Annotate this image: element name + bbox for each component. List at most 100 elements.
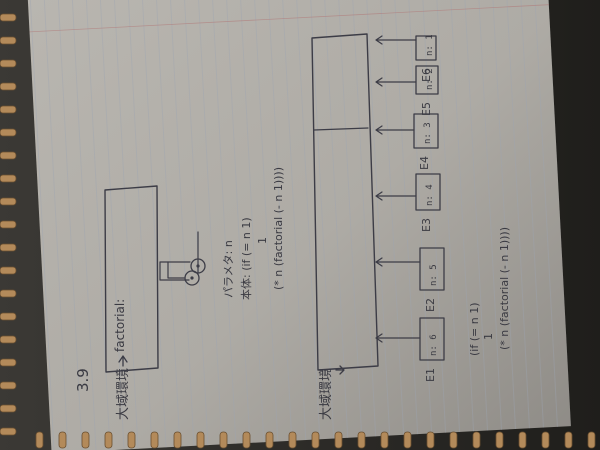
- spiral-ring: [0, 220, 17, 229]
- spiral-ring: [0, 82, 17, 91]
- spiral-ring: [426, 431, 435, 449]
- spiral-ring: [472, 431, 481, 449]
- spiral-ring: [196, 431, 205, 449]
- frame-binding: n: 6: [429, 334, 439, 356]
- env-frame: n: 4 E3: [375, 173, 441, 232]
- frame-pointer-arrow: [375, 35, 417, 45]
- svg-text:(if (= n 1): (if (= n 1): [468, 303, 481, 356]
- spiral-ring: [0, 404, 17, 413]
- frame-env-name: E4: [418, 156, 431, 170]
- spiral-ring: [104, 431, 113, 449]
- svg-text:本体: (if (= n 1): 本体: (if (= n 1): [239, 217, 253, 300]
- procedure-circle-1: [184, 270, 200, 286]
- spiral-ring: [357, 431, 366, 449]
- arrow-right-env: [335, 365, 345, 375]
- spiral-ring: [0, 151, 17, 160]
- frame-env-name-text: E4: [418, 156, 431, 170]
- spiral-ring: [495, 431, 504, 449]
- svg-text:factorial:: factorial:: [113, 299, 127, 352]
- frame-pointer-arrow: [375, 77, 417, 87]
- notebook-page: [27, 0, 571, 450]
- frame-box: [415, 35, 437, 61]
- body-text-line-2: 1: [256, 237, 269, 244]
- env-frame: n: 1 E6: [375, 34, 437, 82]
- frame-env-name-text: E1: [424, 368, 437, 382]
- frame-box: [413, 113, 439, 149]
- spiral-ring: [0, 381, 17, 390]
- spiral-ring: [403, 431, 412, 449]
- frame-env-name-text: E6: [420, 68, 433, 82]
- right-body-line-2: 1: [482, 333, 495, 340]
- spiral-ring: [541, 431, 550, 449]
- svg-text:大域環境: 大域環境: [319, 368, 334, 420]
- spiral-ring: [380, 431, 389, 449]
- frame-env-name-text: E2: [424, 298, 437, 312]
- global-env-label-left: 大域環境: [116, 368, 131, 420]
- frame-box: [419, 317, 445, 361]
- frame-env-name: E2: [424, 298, 437, 312]
- frame-binding-text: n: 2: [425, 68, 435, 90]
- frame-binding: n: 1: [425, 34, 435, 56]
- global-env-box-inner-line: [313, 127, 369, 131]
- spiral-ring: [81, 431, 90, 449]
- svg-text:(* n (factorial (- n 1)))): (* n (factorial (- n 1)))): [272, 167, 285, 290]
- frame-binding-text: n: 5: [429, 264, 439, 286]
- frames-layer: n: 6 E1 n: 5 E2 n: 4 E3 n: 3 E4 n: 2 E5 n: 1 E6: [375, 34, 445, 382]
- frame-env-name-text: E3: [420, 218, 433, 232]
- spiral-ring: [518, 431, 527, 449]
- right-body-line-3: (* n (factorial (- n 1)))): [498, 227, 511, 350]
- frame-binding: n: 4: [425, 184, 435, 206]
- frame-env-name: E1: [424, 368, 437, 382]
- frame-binding: n: 3: [423, 122, 433, 144]
- section-number: 3.9: [74, 368, 92, 392]
- right-body-line-1: (if (= n 1): [468, 303, 481, 356]
- frame-box: [415, 173, 441, 211]
- spiral-ring: [173, 431, 182, 449]
- spiral-ring: [0, 266, 17, 275]
- frame-binding-text: n: 6: [429, 334, 439, 356]
- spiral-ring: [564, 431, 573, 449]
- frame-binding-text: n: 1: [425, 34, 435, 56]
- env-frame: n: 5 E2: [375, 247, 445, 312]
- spiral-ring: [0, 128, 17, 137]
- svg-text:1: 1: [482, 333, 495, 340]
- frame-pointer-arrow: [375, 191, 417, 201]
- spiral-ring: [0, 13, 17, 22]
- body-text-line-1: 本体: (if (= n 1): [239, 217, 253, 300]
- frame-env-name: E3: [420, 218, 433, 232]
- spiral-ring: [0, 427, 17, 436]
- svg-text:(* n (factorial (- n 1)))): (* n (factorial (- n 1)))): [498, 227, 511, 350]
- spiral-ring: [334, 431, 343, 449]
- svg-text:1: 1: [256, 237, 269, 244]
- spiral-ring: [0, 105, 17, 114]
- env-pointer: [167, 261, 185, 279]
- arrow-left-env: [118, 355, 128, 367]
- global-env-box-left: [104, 185, 159, 373]
- spiral-ring: [0, 197, 17, 206]
- parameter-text: パラメタ: n: [222, 240, 235, 298]
- global-env-box-right: [311, 33, 379, 371]
- frame-box: [419, 247, 445, 291]
- spiral-ring: [311, 431, 320, 449]
- spiral-ring: [0, 312, 17, 321]
- spiral-ring: [127, 431, 136, 449]
- global-env-label-right: 大域環境: [319, 368, 334, 420]
- spiral-ring: [35, 431, 44, 449]
- frame-binding-text: n: 4: [425, 184, 435, 206]
- spiral-ring: [449, 431, 458, 449]
- frame-binding: n: 2: [425, 68, 435, 90]
- body-text-line-3: (* n (factorial (- n 1)))): [272, 167, 285, 290]
- frame-pointer-arrow: [375, 333, 421, 343]
- frame-env-name: E6: [420, 68, 433, 82]
- spiral-ring: [587, 431, 596, 449]
- frame-env-name: E5: [420, 102, 433, 116]
- spiral-ring: [219, 431, 228, 449]
- frame-box: [415, 65, 439, 95]
- spiral-ring: [0, 289, 17, 298]
- procedure-dot-1: [190, 276, 194, 280]
- spiral-ring: [288, 431, 297, 449]
- env-frame: n: 6 E1: [375, 317, 445, 382]
- spiral-ring: [0, 358, 17, 367]
- env-frame: n: 2 E5: [375, 65, 439, 116]
- spiral-ring: [58, 431, 67, 449]
